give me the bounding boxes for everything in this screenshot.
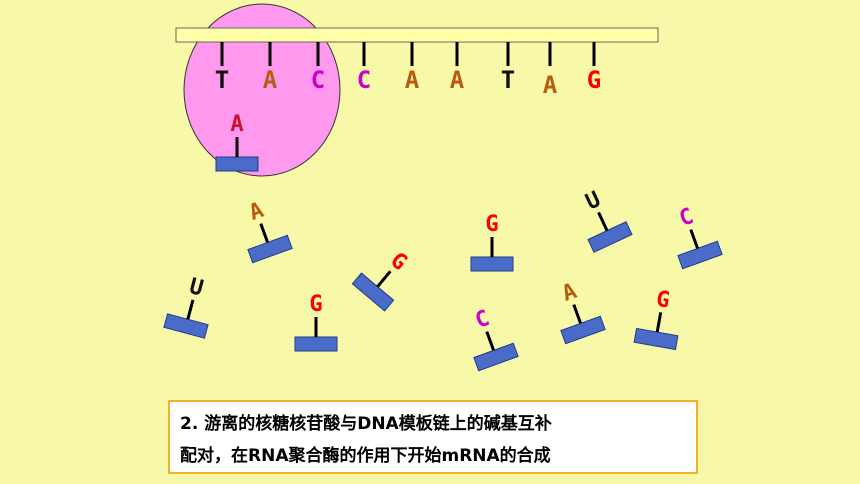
nucleotide-stem bbox=[572, 304, 583, 324]
nucleotide-letter: A bbox=[246, 198, 267, 226]
caption-line-1: 2. 游离的核糖核苷酸与DNA模板链上的碱基互补 bbox=[180, 414, 552, 434]
nucleotide-block bbox=[247, 234, 293, 264]
free-nucleotide-U: U bbox=[582, 187, 633, 253]
nucleotide-letter: U bbox=[187, 274, 206, 302]
nucleotide-letter: G bbox=[485, 212, 498, 237]
nucleotide-block bbox=[351, 272, 395, 312]
template-base-letter: C bbox=[357, 66, 371, 94]
nucleotide-stem bbox=[186, 299, 195, 320]
nucleotide-block bbox=[163, 313, 209, 339]
caption-box: 2. 游离的核糖核苷酸与DNA模板链上的碱基互补 配对，在RNA聚合酶的作用下开… bbox=[168, 400, 698, 474]
nucleotide-block bbox=[470, 256, 514, 272]
nucleotide-stem bbox=[376, 270, 392, 288]
paired-nucleotide: A bbox=[215, 112, 259, 172]
nucleotide-letter: C bbox=[472, 306, 493, 334]
nucleotide-block bbox=[587, 221, 633, 253]
nucleotide-block bbox=[215, 156, 259, 172]
nucleotide-stem bbox=[259, 223, 270, 243]
free-nucleotide-C: C bbox=[472, 306, 519, 372]
template-base-letter: T bbox=[501, 66, 515, 94]
template-base-letter: G bbox=[587, 66, 601, 94]
template-base-letter: A bbox=[263, 66, 278, 94]
template-base-letter: A bbox=[405, 66, 420, 94]
nucleotide-block bbox=[560, 315, 606, 345]
free-nucleotide-C: C bbox=[676, 204, 723, 270]
nucleotide-stem bbox=[655, 312, 663, 333]
nucleotide-stem bbox=[689, 229, 700, 249]
caption-line-2: 配对，在RNA聚合酶的作用下开始mRNA的合成 bbox=[180, 446, 551, 466]
nucleotide-block bbox=[677, 240, 723, 270]
nucleotide-letter: A bbox=[230, 112, 243, 137]
free-nucleotide-G: G bbox=[470, 212, 514, 272]
free-nucleotide-G: G bbox=[633, 287, 679, 351]
dna-template-strand bbox=[175, 27, 659, 43]
free-nucleotide-G: G bbox=[351, 248, 412, 312]
nucleotide-letter: C bbox=[676, 204, 697, 232]
nucleotide-letter: U bbox=[582, 187, 605, 215]
nucleotide-letter: A bbox=[559, 279, 580, 307]
template-base-letter: T bbox=[215, 66, 229, 94]
nucleotide-block bbox=[473, 342, 519, 372]
nucleotide-letter: G bbox=[654, 287, 671, 314]
free-nucleotide-A: A bbox=[559, 279, 606, 345]
free-nucleotide-G: G bbox=[294, 292, 338, 352]
nucleotide-stem bbox=[485, 331, 496, 351]
nucleotide-block bbox=[633, 327, 679, 351]
nucleotide-letter: G bbox=[309, 292, 322, 317]
paired-nucleotide-A: A bbox=[215, 112, 259, 172]
template-base-letter: A bbox=[450, 66, 465, 94]
free-nucleotide-U: U bbox=[163, 274, 209, 339]
free-nucleotides: A G U C U G G C A G bbox=[163, 187, 723, 372]
nucleotide-block bbox=[294, 336, 338, 352]
template-base-letter: C bbox=[311, 66, 325, 94]
free-nucleotide-A: A bbox=[246, 198, 293, 264]
template-base-letter: A bbox=[543, 71, 558, 99]
nucleotide-stem bbox=[597, 211, 609, 232]
